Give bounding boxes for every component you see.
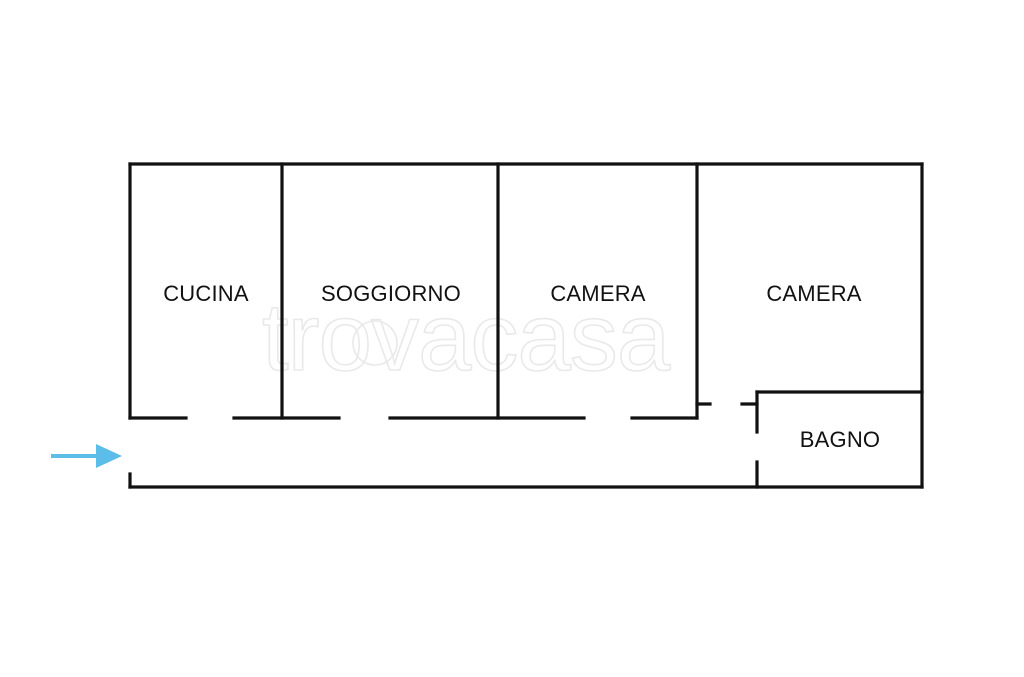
entrance-arrow-head [96,444,122,468]
interior-walls [280,162,699,420]
watermark-text: trovacasa [262,284,671,391]
corridor-wall [128,402,759,420]
room-label-camera-1: CAMERA [550,281,645,306]
room-label-bagno: BAGNO [800,427,880,452]
outer-walls [128,162,924,489]
watermark: trovacasa [261,283,672,392]
bagno-walls [755,390,924,489]
watermark-pin-icon [352,320,398,366]
arrow-right-icon [51,444,122,468]
room-label-cucina: CUCINA [163,281,249,306]
room-label-soggiorno: SOGGIORNO [321,281,461,306]
room-label-camera-2: CAMERA [766,281,861,306]
room-labels: CUCINA SOGGIORNO CAMERA CAMERA BAGNO [163,281,880,452]
